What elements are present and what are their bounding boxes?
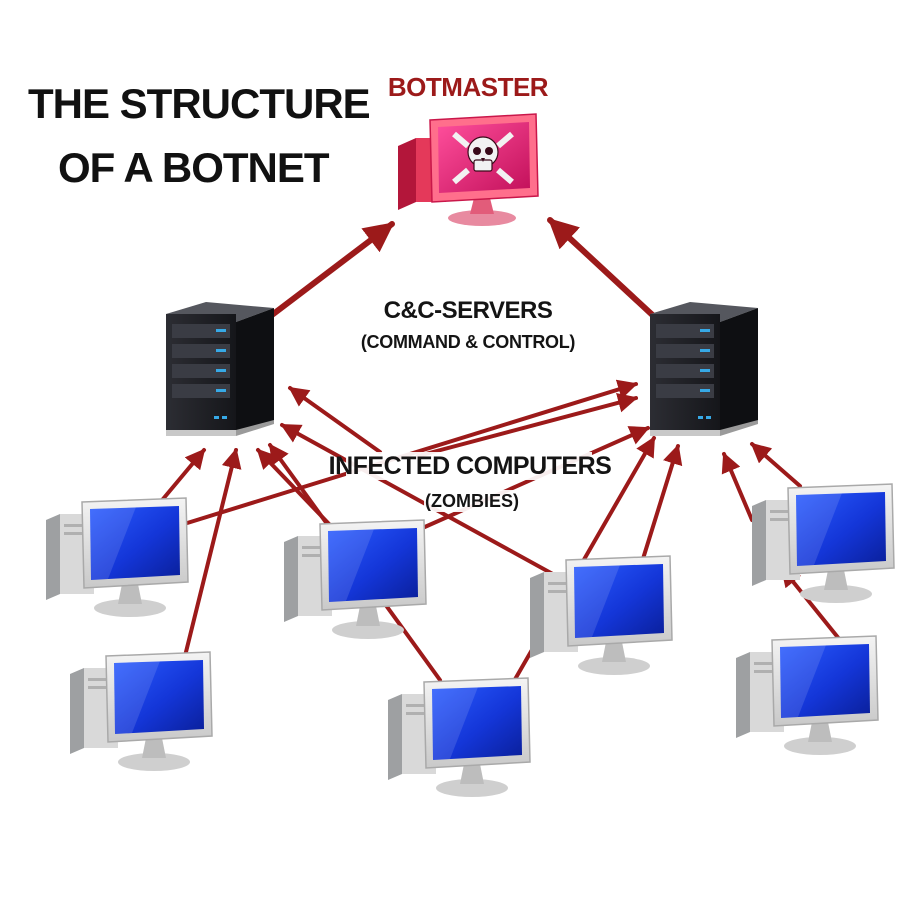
arrow-right-server-to-botmaster: [547, 217, 663, 325]
arrow-zombie-to-server: [640, 444, 683, 564]
arrow-zombie-to-server: [280, 423, 562, 580]
desktop-computer-icon: [735, 635, 879, 756]
infected-label-group: INFECTED COMPUTERS (ZOMBIES): [329, 452, 612, 512]
arrow-zombie-to-server: [156, 448, 206, 507]
arrow-left-server-to-botmaster: [265, 221, 395, 321]
arrow-zombie-to-server: [288, 386, 382, 454]
desktop-computer-icon: [529, 555, 673, 676]
desktop-computer-icon: [69, 651, 213, 772]
arrow-zombie-to-server: [182, 448, 242, 662]
skull-monitor-icon: [398, 113, 539, 226]
server-tower-icon: [166, 302, 274, 436]
server-tower-icon: [650, 302, 758, 436]
title-line-2: OF A BOTNET: [58, 144, 330, 191]
cnc-label: C&C-SERVERS: [384, 297, 553, 324]
desktop-computer-icon: [387, 677, 531, 798]
arrow-zombie-to-server: [750, 442, 802, 488]
infected-sublabel: (ZOMBIES): [425, 491, 519, 511]
desktop-computer-icon: [45, 497, 189, 618]
arrow-zombie-to-server: [416, 392, 638, 458]
desktop-computer-icon: [751, 483, 895, 604]
title-line-1: THE STRUCTURE: [28, 80, 370, 127]
botmaster-label: BOTMASTER: [388, 72, 549, 102]
botmaster-computer: [398, 113, 539, 226]
desktop-computer-icon: [283, 519, 427, 640]
infected-label: INFECTED COMPUTERS: [329, 452, 612, 480]
arrow-zombie-to-server: [721, 452, 754, 522]
cnc-sublabel: (COMMAND & CONTROL): [361, 332, 576, 352]
